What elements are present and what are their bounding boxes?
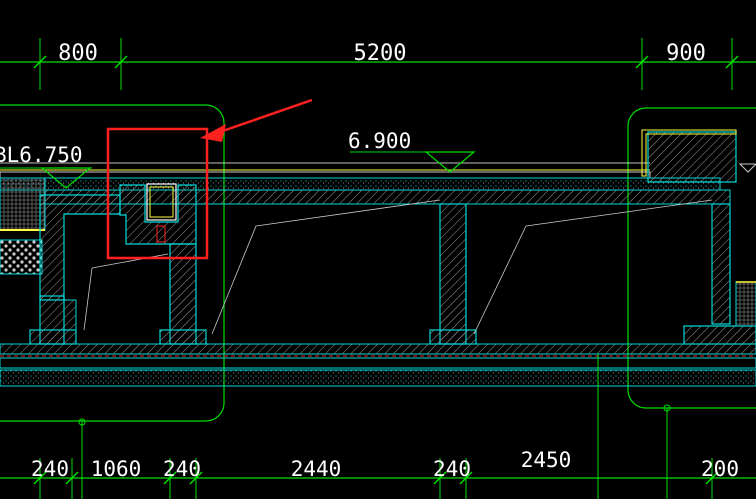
bottom-dim-200: 200 bbox=[701, 457, 739, 481]
highlight-arrow bbox=[200, 98, 313, 142]
elevation-marker-left bbox=[0, 167, 92, 189]
elevation-label-center: 6.900 bbox=[348, 129, 411, 153]
right-parapet bbox=[647, 131, 737, 183]
left-detail-frame bbox=[0, 104, 225, 422]
top-dim-800: 800 bbox=[58, 41, 98, 66]
columns bbox=[29, 203, 756, 345]
bottom-dim-2440: 2440 bbox=[291, 457, 342, 481]
top-dimension-line bbox=[0, 38, 756, 90]
elevation-label-left: BL6.750 bbox=[0, 143, 83, 167]
highlight-box bbox=[106, 127, 209, 260]
bottom-dim-240-c: 240 bbox=[433, 457, 471, 481]
leader-lines bbox=[83, 199, 713, 335]
top-dim-5200: 5200 bbox=[354, 41, 407, 66]
right-elevation-marker bbox=[738, 163, 756, 173]
gutter-section bbox=[119, 184, 197, 245]
bottom-dim-1060: 1060 bbox=[91, 457, 142, 481]
elevation-marker-center bbox=[350, 151, 476, 173]
left-gravel-fill bbox=[0, 239, 43, 275]
right-detail-frame bbox=[627, 107, 756, 409]
left-insulation-block bbox=[0, 177, 46, 231]
floor-slab bbox=[0, 343, 756, 387]
bottom-dim-2450: 2450 bbox=[521, 448, 572, 472]
bottom-dim-240-b: 240 bbox=[163, 457, 201, 481]
bottom-dimension-line bbox=[0, 458, 756, 499]
bottom-dim-240-a: 240 bbox=[31, 457, 69, 481]
top-dim-900: 900 bbox=[666, 41, 706, 66]
